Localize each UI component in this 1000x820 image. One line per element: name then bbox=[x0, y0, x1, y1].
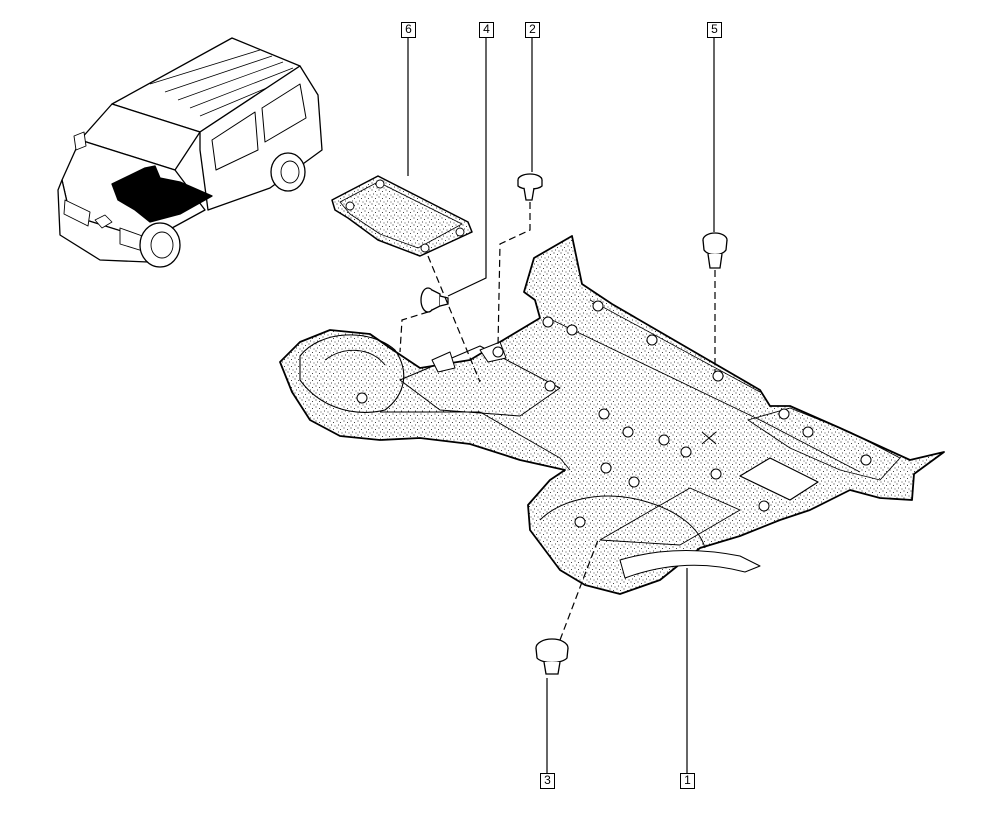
callout-part-6: 6 bbox=[401, 22, 416, 38]
clip-part-3 bbox=[535, 638, 569, 675]
callout-part-3: 3 bbox=[540, 773, 555, 789]
clip-part-5 bbox=[702, 232, 728, 269]
leader-lines bbox=[399, 38, 716, 773]
clip-part-4 bbox=[420, 287, 449, 313]
callout-part-2: 2 bbox=[525, 22, 540, 38]
van-locator-illustration bbox=[57, 37, 323, 268]
floor-covering-part-1 bbox=[279, 235, 945, 595]
callout-part-5: 5 bbox=[707, 22, 722, 38]
callout-part-4: 4 bbox=[479, 22, 494, 38]
clip-part-2 bbox=[517, 173, 543, 201]
floor-mat-part-6 bbox=[331, 175, 473, 257]
callout-part-1: 1 bbox=[680, 773, 695, 789]
floor-covering-location-highlight bbox=[111, 165, 213, 223]
